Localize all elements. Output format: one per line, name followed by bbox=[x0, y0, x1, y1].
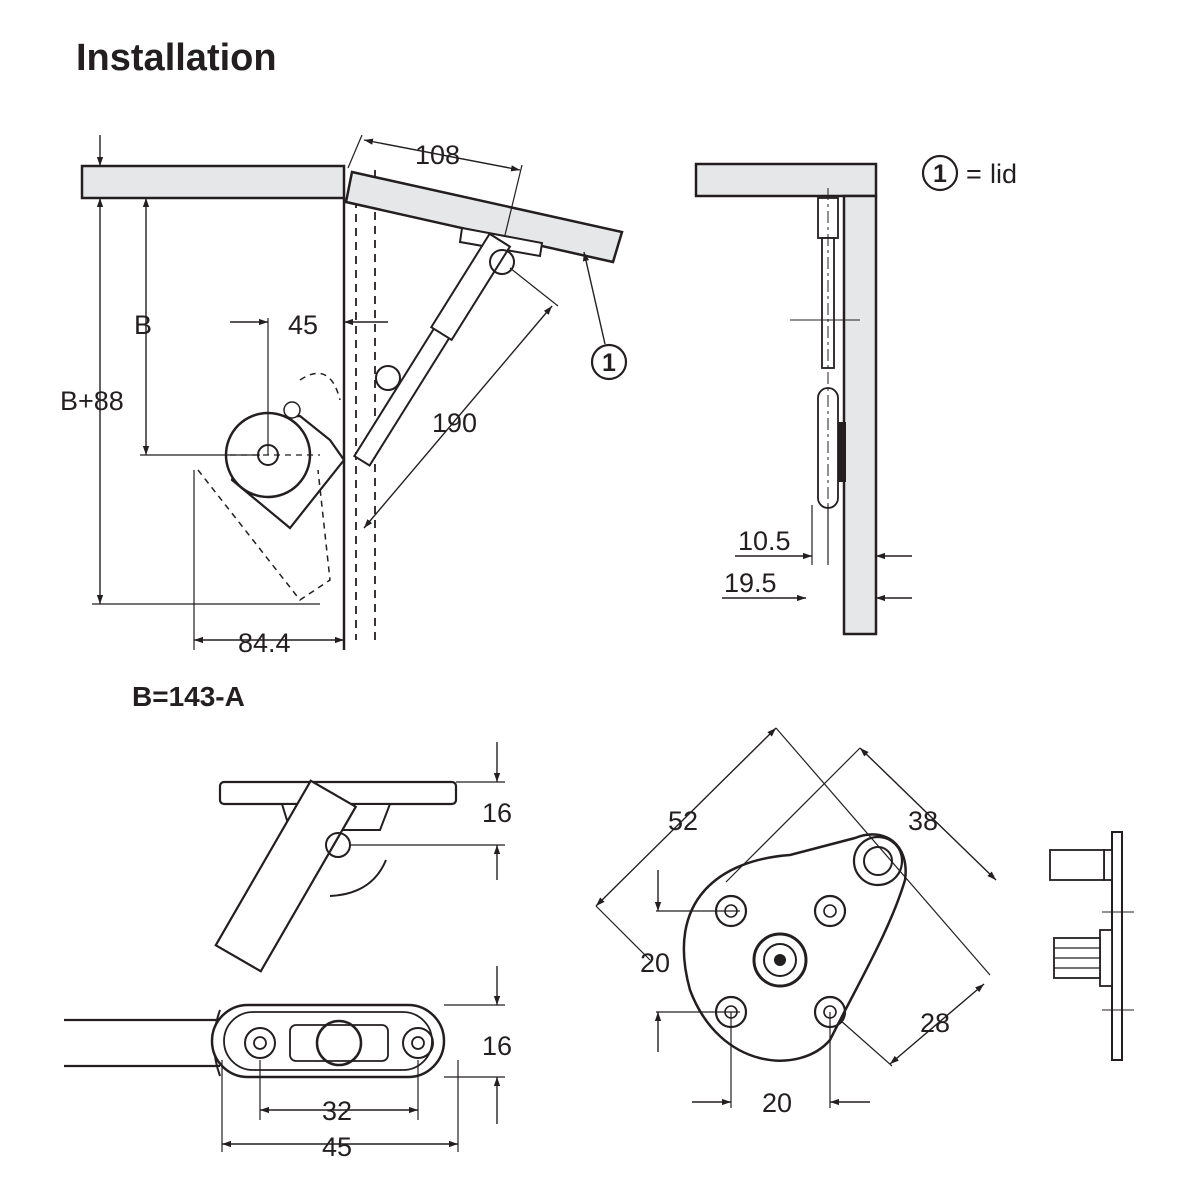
dim-28: 28 bbox=[920, 1008, 950, 1038]
front-top-panel bbox=[694, 162, 878, 198]
front-side-panel bbox=[842, 194, 878, 636]
dim-32: 32 bbox=[322, 1096, 352, 1126]
callout-number: 1 bbox=[602, 349, 616, 377]
side-view: 108 B+88 B 45 190 84.4 1 bbox=[60, 134, 628, 658]
dim-20-bottom: 20 bbox=[762, 1088, 792, 1118]
edge-plate bbox=[1111, 831, 1123, 1061]
mounting-plate-view: 52 38 28 20 20 bbox=[595, 727, 997, 1118]
dim-10-5: 10.5 bbox=[738, 526, 791, 556]
front-view: 1 = lid 10.5 19.5 bbox=[694, 154, 1017, 636]
opened-lid bbox=[344, 170, 624, 264]
legend-equals: = bbox=[966, 159, 982, 189]
dim-108: 108 bbox=[415, 140, 460, 170]
detail-side-view: 16 bbox=[214, 742, 512, 973]
plate-edge-view bbox=[1049, 831, 1134, 1061]
dim-190: 190 bbox=[432, 408, 477, 438]
dim-16-top: 16 bbox=[482, 798, 512, 828]
dim-20-left: 20 bbox=[640, 948, 670, 978]
dim-45-bottom: 45 bbox=[322, 1132, 352, 1162]
dim-45-top: 45 bbox=[288, 310, 318, 340]
legend-marker bbox=[921, 154, 959, 192]
dim-16-bottom: 16 bbox=[482, 1031, 512, 1061]
legend-number: 1 bbox=[933, 160, 947, 188]
formula: B=143-A bbox=[132, 681, 245, 712]
detail-arm bbox=[214, 779, 358, 973]
dim-38: 38 bbox=[908, 806, 938, 836]
cabinet-top-panel bbox=[80, 164, 346, 200]
detail-center-hub bbox=[315, 1019, 363, 1067]
detail-top-view: 16 32 45 bbox=[64, 966, 512, 1162]
dim-b-plus-88: B+88 bbox=[60, 386, 124, 416]
front-mechanism bbox=[790, 188, 860, 520]
mechanism-housing bbox=[224, 401, 346, 530]
page-title: Installation bbox=[76, 37, 277, 79]
dim-84-4: 84.4 bbox=[238, 628, 291, 658]
callout-marker bbox=[590, 343, 628, 381]
dim-b: B bbox=[134, 310, 152, 340]
legend-text: lid bbox=[990, 159, 1017, 189]
dim-52: 52 bbox=[668, 806, 698, 836]
dim-19-5: 19.5 bbox=[724, 568, 777, 598]
